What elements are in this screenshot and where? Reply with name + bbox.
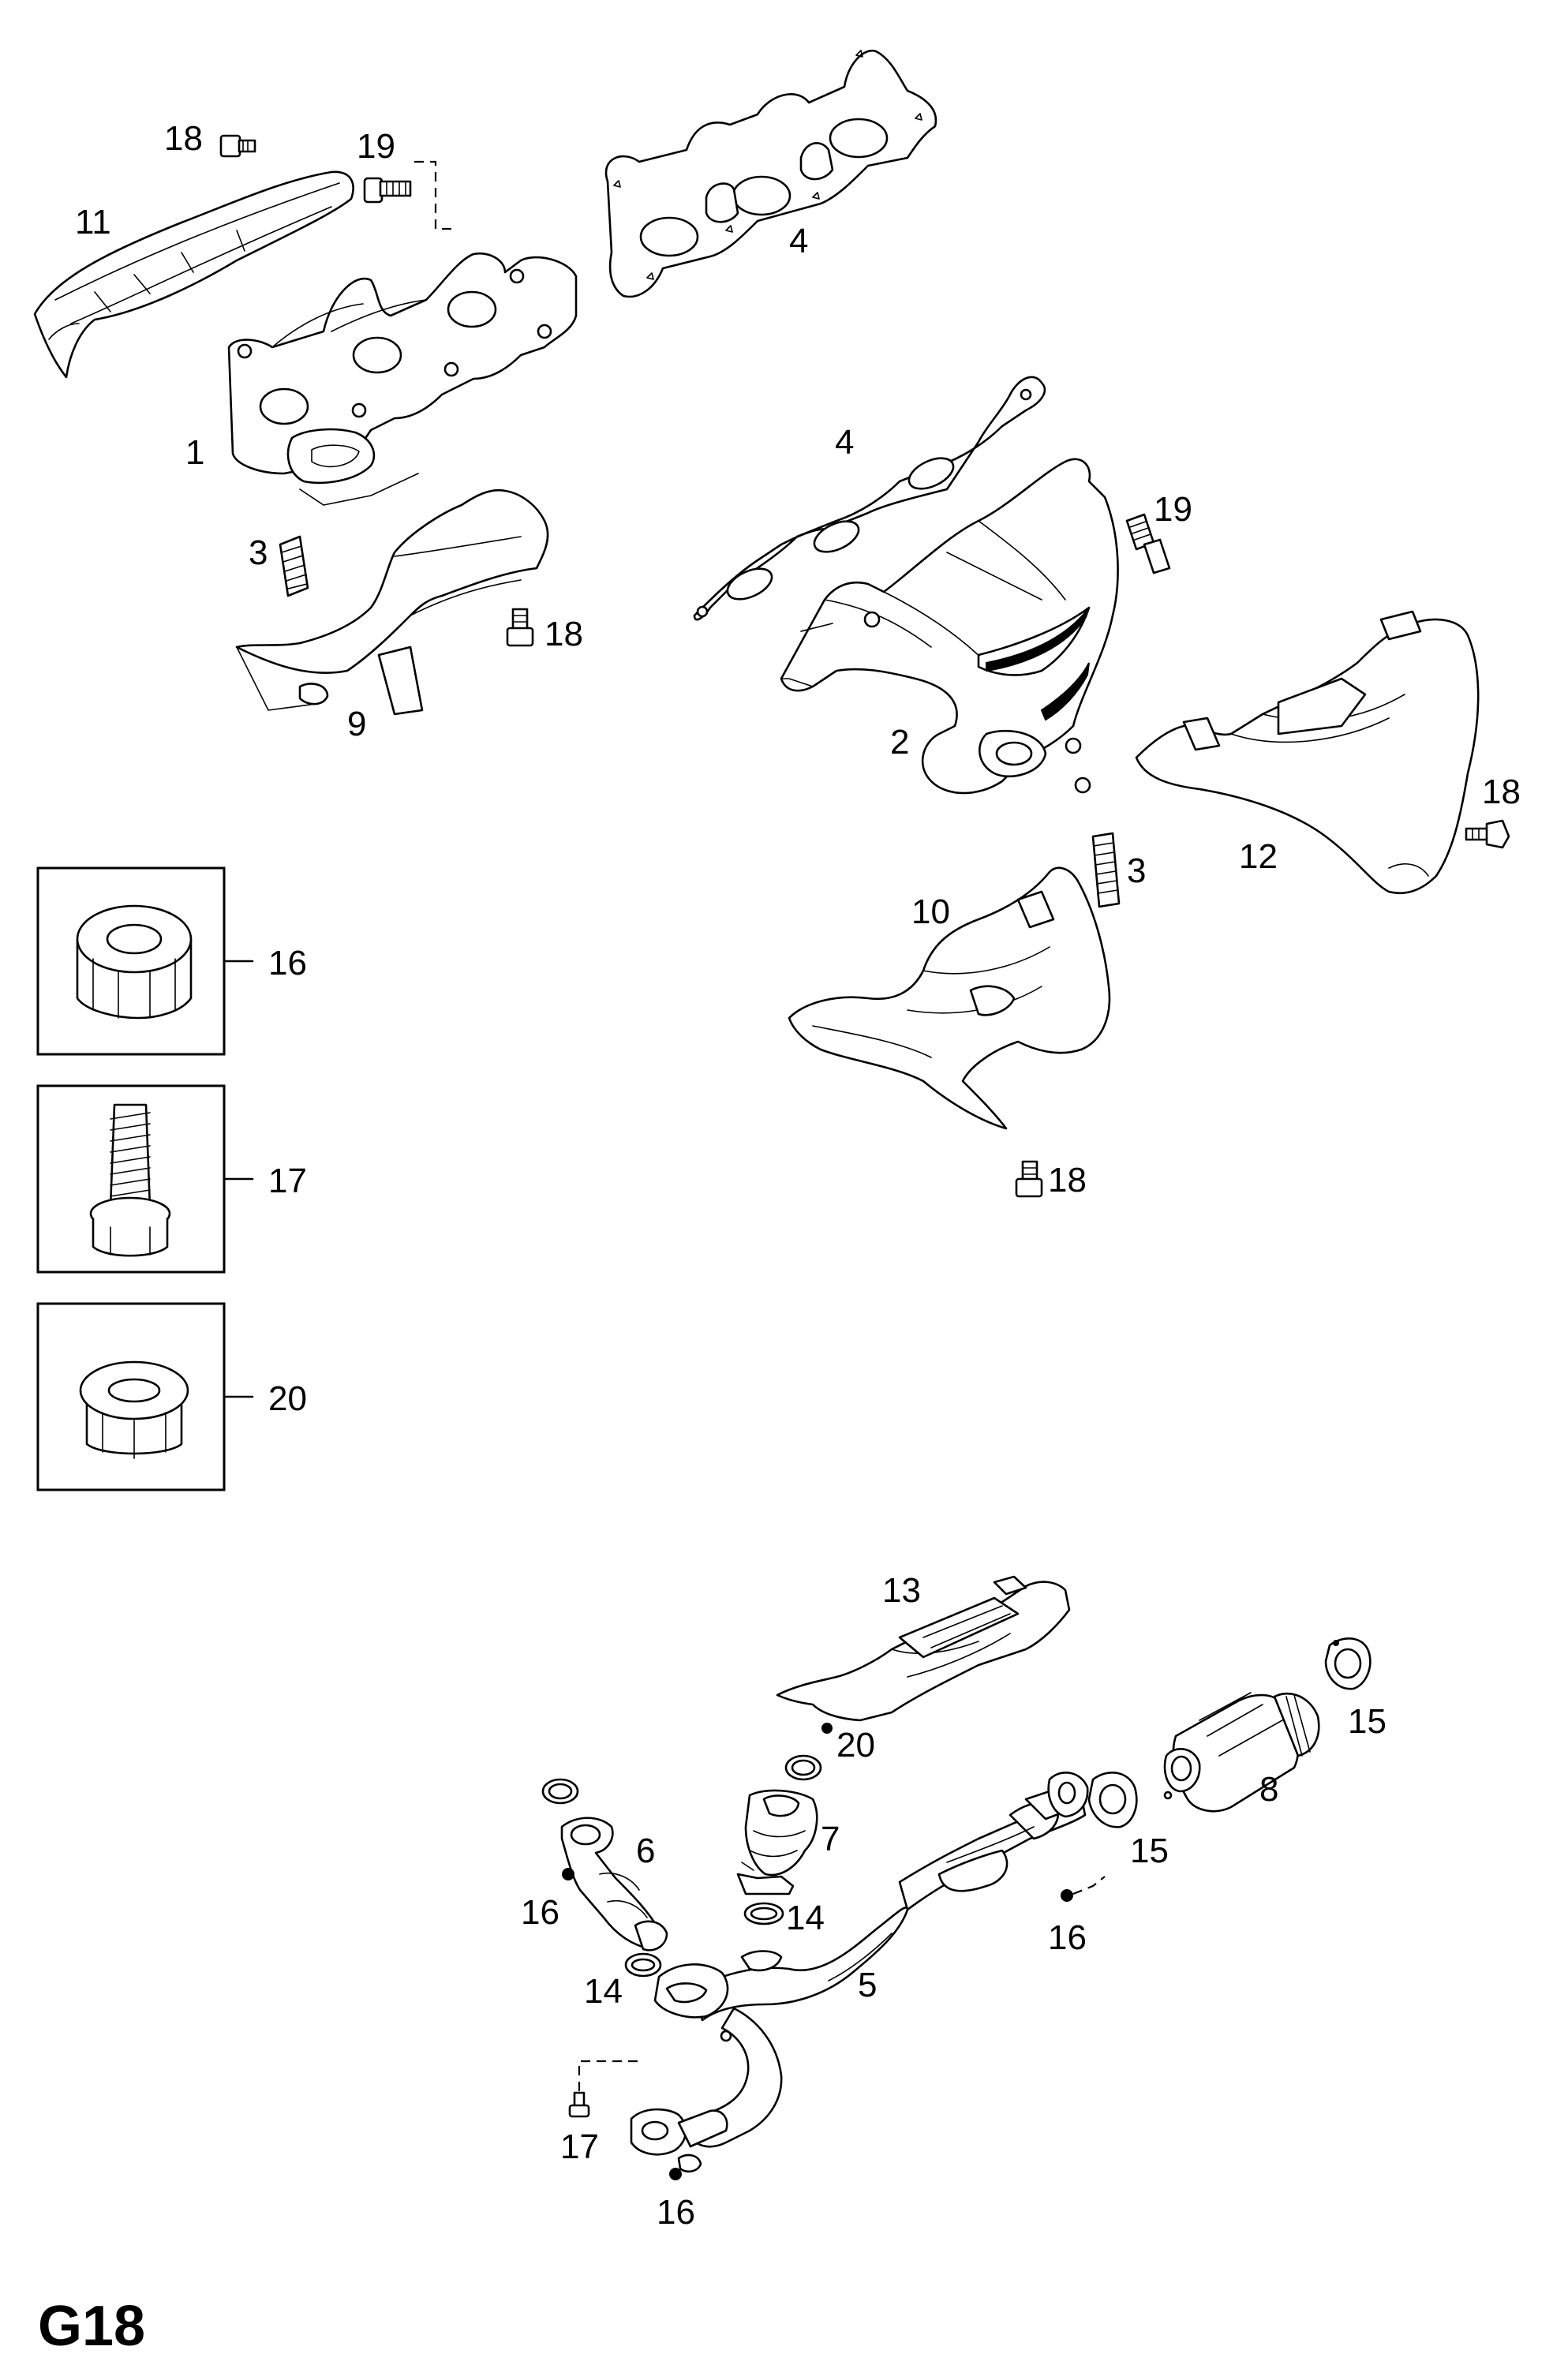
callout-9: 9 [347, 705, 366, 743]
part-15-gasket [1087, 1772, 1138, 1828]
callout-10: 10 [911, 892, 950, 931]
legend-box-17 [36, 1084, 226, 1274]
part-2-exhaust-manifold [780, 458, 1119, 795]
callout-18: 18 [1482, 773, 1521, 811]
nut-16-icon [1061, 1889, 1073, 1902]
part-10-heat-shield [788, 866, 1111, 1130]
callout-4: 4 [789, 222, 808, 260]
stud-3-icon [279, 535, 309, 597]
legend-label-20: 20 [268, 1379, 307, 1418]
bolt-18-icon [219, 134, 256, 158]
callout-20: 20 [836, 1726, 875, 1764]
callout-16: 16 [657, 2193, 695, 2232]
part-6-front-pipe [541, 1778, 668, 1952]
nut-20-icon [821, 1723, 833, 1734]
part-12-heat-shield [1135, 610, 1480, 895]
part-9-heat-shield [235, 488, 549, 716]
callout-18: 18 [1048, 1161, 1087, 1199]
part-4-gasket [693, 376, 1046, 621]
callout-12: 12 [1239, 837, 1278, 876]
part-7-front-pipe [736, 1754, 822, 1895]
callout-1: 1 [185, 433, 204, 472]
part-11-heat-shield [33, 170, 354, 379]
callout-3: 3 [1127, 851, 1146, 890]
callout-18: 18 [164, 119, 203, 158]
callout-14: 14 [786, 1899, 825, 1937]
callout-16: 16 [1048, 1918, 1087, 1957]
page-code: G18 [38, 2295, 145, 2358]
part-5-y-pipe [630, 1772, 1089, 2173]
nut-16-icon [669, 2168, 682, 2180]
part-13-heat-shield [776, 1575, 1071, 1722]
bolt-18-icon [506, 608, 534, 647]
callout-16: 16 [521, 1893, 559, 1932]
legend-label-17: 17 [268, 1162, 307, 1200]
part-4-gasket [604, 49, 937, 298]
legend-box-16 [36, 866, 226, 1056]
callout-18: 18 [544, 615, 583, 653]
callout-3: 3 [249, 533, 268, 572]
legend-box-20 [36, 1302, 226, 1491]
callout-11: 11 [75, 203, 111, 241]
callout-8: 8 [1259, 1770, 1278, 1809]
bolt-19-icon [363, 177, 412, 204]
callout-4: 4 [835, 423, 854, 462]
callout-13: 13 [882, 1571, 921, 1610]
callout-19: 19 [1154, 490, 1192, 529]
part-14-seal-ring [624, 1952, 662, 1978]
callout-14: 14 [584, 1972, 623, 2011]
callout-19: 19 [357, 127, 395, 166]
part-8-catalytic-converter [1163, 1692, 1320, 1813]
callout-17: 17 [560, 2127, 599, 2166]
part-14-seal-ring [743, 1902, 784, 1925]
callout-2: 2 [890, 723, 909, 762]
bolt-17-icon [568, 2091, 590, 2118]
callout-5: 5 [858, 1966, 877, 2004]
callout-15: 15 [1348, 1702, 1386, 1741]
part-15-gasket [1324, 1637, 1372, 1690]
legend-label-16: 16 [268, 944, 307, 982]
callout-6: 6 [636, 1832, 655, 1870]
callout-15: 15 [1130, 1832, 1169, 1870]
stud-3-icon [1091, 832, 1121, 908]
part-1-exhaust-manifold [227, 252, 578, 506]
bolt-18-icon [1465, 819, 1510, 849]
callout-7: 7 [821, 1820, 840, 1858]
bolt-19-icon [1125, 513, 1171, 574]
bolt-18-icon [1015, 1160, 1043, 1198]
